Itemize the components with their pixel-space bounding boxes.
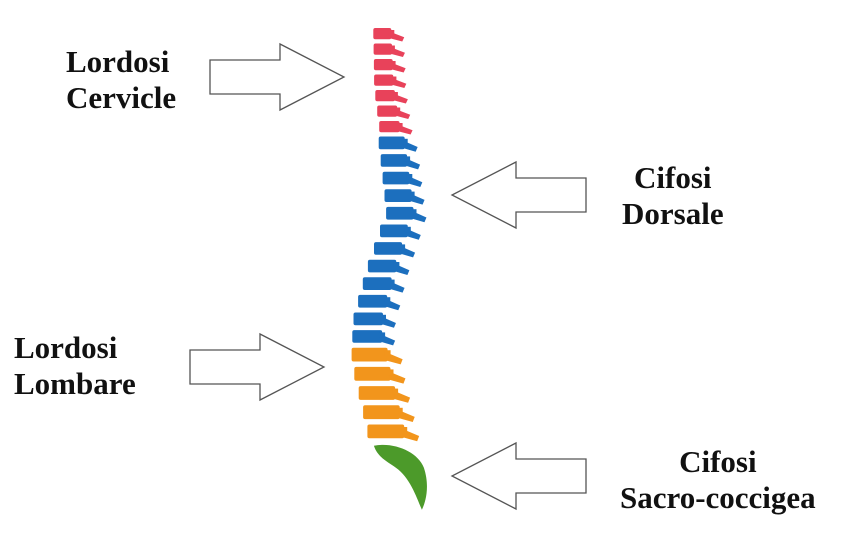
vertebra-lumbar-3	[358, 386, 411, 403]
label-line: Cifosi	[634, 160, 712, 195]
vertebra-cervical-3	[373, 59, 406, 73]
arrow-cervical	[209, 42, 346, 112]
vertebra-cervical-4	[374, 74, 407, 88]
vertebra-thoracic-1	[378, 136, 418, 152]
label-cifosi-dorsale: Cifosi Dorsale	[622, 160, 724, 232]
vertebra-thoracic-3	[382, 171, 423, 188]
label-cifosi-sacro-coccigea: Cifosi Sacro-coccigea	[620, 444, 816, 516]
label-line: Lombare	[14, 366, 136, 401]
vertebra-cervical-6	[377, 105, 411, 119]
label-line: Sacro-coccigea	[620, 480, 816, 515]
vertebra-lumbar-1	[351, 347, 403, 365]
vertebra-thoracic-10	[358, 294, 401, 311]
arrow-sacral	[450, 441, 587, 511]
vertebra-lumbar-4	[363, 405, 415, 423]
vertebra-cervical-7	[379, 121, 413, 135]
vertebra-cervical-1	[373, 28, 405, 42]
arrow-dorsal	[450, 160, 587, 230]
label-line: Lordosi	[66, 44, 170, 79]
vertebra-thoracic-11	[353, 312, 396, 328]
vertebra-thoracic-8	[367, 259, 410, 276]
vertebra-thoracic-7	[374, 242, 416, 258]
arrow-lumbar	[189, 332, 326, 402]
vertebra-thoracic-2	[380, 154, 421, 170]
vertebra-lumbar-5	[367, 424, 420, 442]
label-line: Dorsale	[622, 196, 724, 231]
label-lordosi-lombare: Lordosi Lombare	[14, 330, 136, 402]
label-line: Lordosi	[14, 330, 118, 365]
vertebra-thoracic-12	[352, 330, 396, 346]
label-lordosi-cervicale: Lordosi Cervicle	[66, 44, 176, 116]
vertebra-lumbar-2	[354, 366, 406, 384]
vertebra-cervical-2	[373, 43, 405, 57]
vertebra-thoracic-6	[380, 224, 421, 240]
spine	[351, 28, 427, 510]
vertebra-cervical-5	[375, 90, 408, 104]
vertebra-thoracic-4	[384, 189, 425, 205]
vertebra-thoracic-5	[386, 206, 427, 223]
vertebra-thoracic-9	[362, 277, 405, 293]
sacrum-coccyx	[373, 444, 427, 510]
label-line: Cervicle	[66, 80, 177, 115]
label-line: Cifosi	[679, 444, 757, 479]
